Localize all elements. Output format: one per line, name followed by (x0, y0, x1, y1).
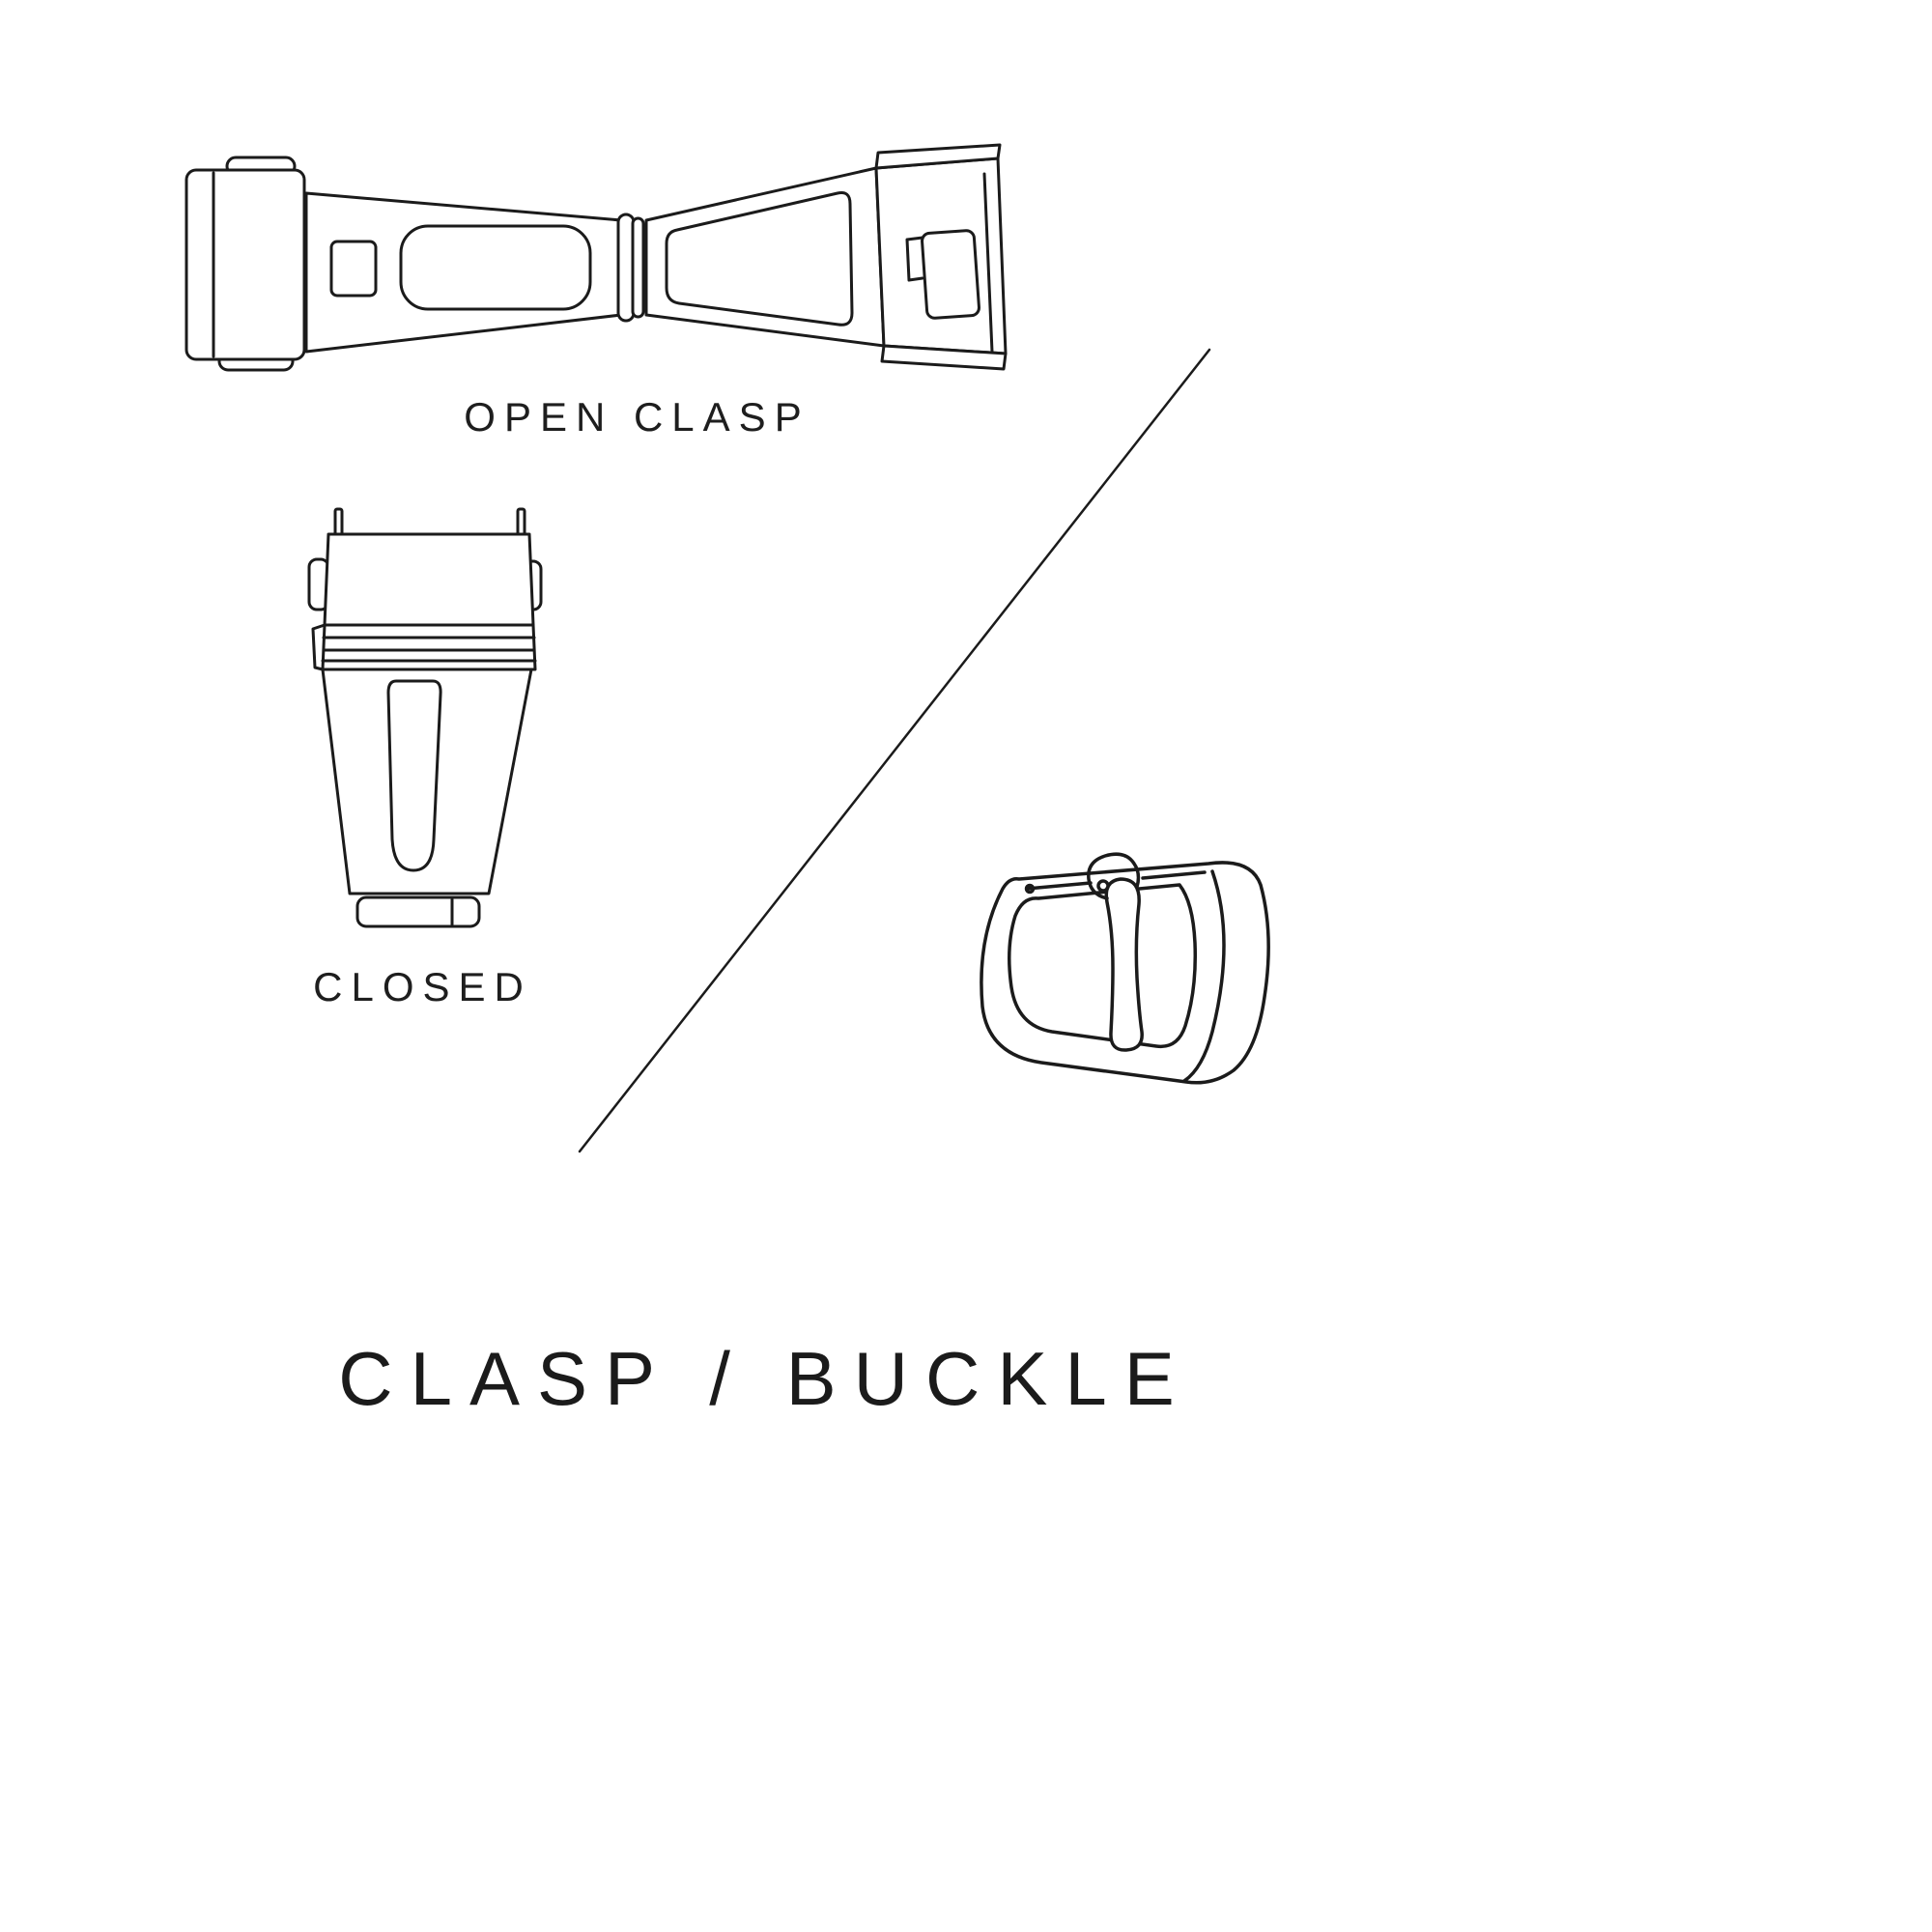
buckle-inner-opening (1008, 883, 1198, 1049)
clasp-right-top-tab (874, 143, 1002, 170)
closed-clasp-illustration (307, 507, 543, 928)
buckle-spring-bar-end (1024, 883, 1036, 895)
open-clasp-illustration (185, 143, 1008, 372)
closed-clasp-body (321, 668, 533, 895)
diagonal-divider (578, 348, 1211, 1153)
clasp-left-blade (304, 191, 623, 354)
clasp-right-bottom-tab (880, 344, 1008, 371)
clasp-right-hook (905, 236, 924, 282)
clasp-hinge-inner (631, 216, 645, 319)
closed-clasp-top-box (323, 532, 535, 627)
page-title: CLASP / BUCKLE (338, 1336, 1192, 1421)
closed-clasp-left-prong (333, 507, 344, 538)
buckle-spring-bar (1025, 881, 1093, 891)
clasp-end-cap (185, 168, 306, 361)
buckle-pin-tongue (1104, 877, 1144, 1052)
buckle-right-cap-inner-curve (1182, 869, 1226, 1083)
closed-clasp-bottom-bar (355, 895, 481, 928)
divider-line (578, 348, 1211, 1153)
open-clasp-label: OPEN CLASP (464, 394, 810, 440)
closed-clasp-fold-band (321, 623, 537, 671)
clasp-blade-notch (329, 240, 378, 298)
clasp-left-blade-inner-outline (399, 224, 592, 311)
buckle-pin-ring (1096, 879, 1110, 893)
closed-clasp-right-prong (516, 507, 526, 538)
closed-clasp-slot (386, 679, 442, 872)
buckle-top-bar (1141, 870, 1207, 880)
closed-clasp-left-tab (311, 623, 327, 671)
buckle-pin-hook (1087, 852, 1141, 900)
clasp-right-slot (921, 229, 980, 320)
clasp-right-edge-line (982, 172, 994, 354)
closed-clasp-label: CLOSED (313, 964, 532, 1009)
pin-buckle-illustration (980, 852, 1270, 1085)
clasp-right-blade-inner-outline (665, 191, 854, 327)
